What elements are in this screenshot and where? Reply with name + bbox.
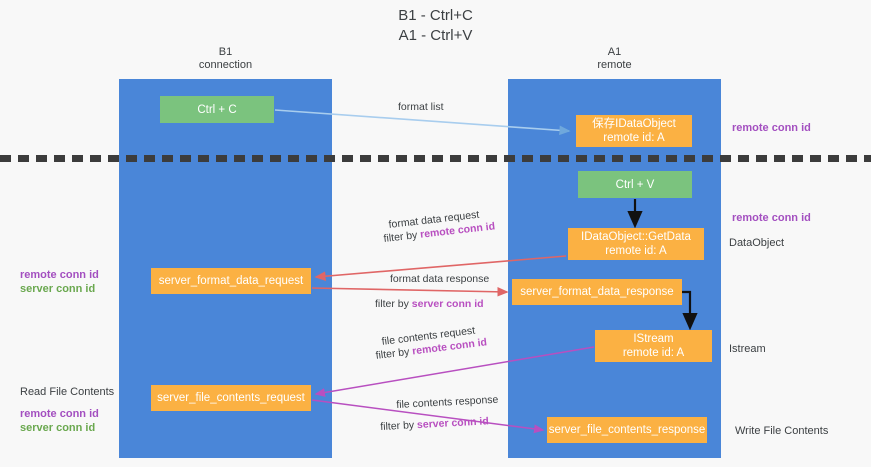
node-ctrl-c[interactable]: Ctrl + C — [160, 96, 274, 123]
swimlane-header-a1: A1 remote — [597, 46, 632, 71]
phase-separator — [0, 155, 871, 162]
filter-prefix: filter by — [375, 345, 413, 362]
label-read-file-contents: Read File Contents — [20, 386, 115, 398]
label-server-conn-id-left-2: server conn id — [20, 422, 96, 434]
label-istream: Istream — [729, 343, 766, 355]
edge-format-data-response — [311, 287, 509, 297]
edge-label-format-data-response-filter: filter by server conn id — [375, 298, 484, 310]
label-group-read-file-contents: Read File Contents remote conn id server… — [20, 385, 114, 435]
diagram-title: B1 - Ctrl+C A1 - Ctrl+V — [398, 7, 473, 44]
label-write-file-contents: Write File Contents — [735, 425, 829, 437]
label-remote-conn-id-left-2: remote conn id — [20, 408, 99, 420]
label-group-conn-ids-upper: remote conn id server conn id — [20, 268, 99, 296]
filter-key: server conn id — [411, 298, 484, 310]
node-ctrl-v[interactable]: Ctrl + V — [578, 171, 692, 198]
filter-prefix: filter by — [375, 298, 412, 310]
edge-label-file-contents-response-filter: filter by server conn id — [380, 415, 489, 433]
label-dataobject: DataObject — [729, 237, 785, 249]
filter-prefix: filter by — [380, 419, 418, 433]
filter-key: server conn id — [416, 415, 490, 432]
label-remote-conn-id-mid: remote conn id — [732, 212, 811, 224]
edge-label-format-list: format list — [398, 101, 444, 113]
node-istream[interactable]: IStream remote id: A — [595, 330, 712, 362]
node-server-format-data-request[interactable]: server_format_data_request — [151, 268, 311, 294]
node-server-file-contents-response[interactable]: server_file_contents_response — [547, 417, 707, 443]
swimlane-header-b1: B1 connection — [198, 46, 253, 71]
edge-label-file-contents-response: file contents response — [396, 393, 499, 411]
node-idataobject-getdata[interactable]: IDataObject::GetData remote id: A — [568, 228, 704, 260]
node-server-file-contents-request[interactable]: server_file_contents_request — [151, 385, 311, 411]
label-remote-conn-id-left-1: remote conn id — [20, 269, 99, 281]
label-server-conn-id-left-1: server conn id — [20, 283, 96, 295]
edge-label-format-data-response: format data response — [390, 273, 490, 285]
node-server-format-data-response[interactable]: server_format_data_response — [512, 279, 682, 305]
node-save-idataobject[interactable]: 保存IDataObject remote id: A — [576, 115, 692, 147]
filter-prefix: filter by — [383, 228, 421, 245]
label-remote-conn-id-top: remote conn id — [732, 122, 811, 134]
